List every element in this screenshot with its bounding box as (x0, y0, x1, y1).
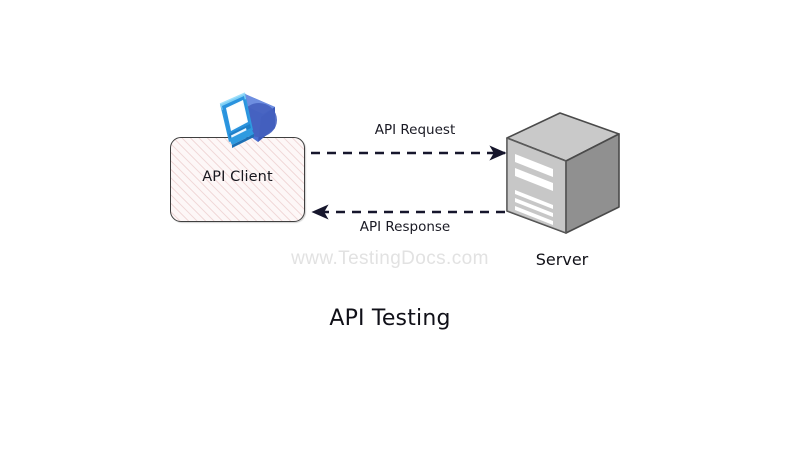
server-label: Server (535, 250, 589, 269)
computer-monitor-icon (219, 92, 277, 148)
server-icon[interactable] (497, 110, 627, 245)
api-client-node[interactable] (170, 137, 305, 222)
server-drive-slots (515, 154, 553, 225)
api-response-label: API Response (359, 219, 451, 235)
api-client-label: API Client (202, 169, 273, 185)
diagram-title: API Testing (329, 306, 451, 331)
watermark: www.TestingDocs.com (291, 248, 489, 269)
api-request-label: API Request (374, 122, 456, 138)
